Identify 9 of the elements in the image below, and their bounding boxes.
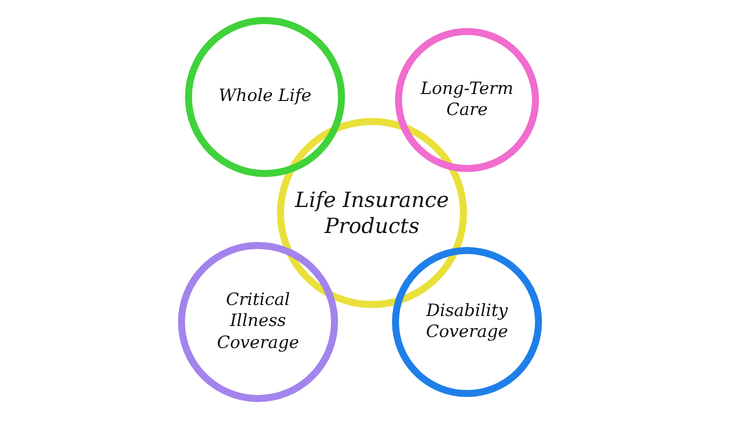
circle-node <box>185 17 345 177</box>
node-label: Disability Coverage <box>424 300 510 344</box>
node-label: Life Insurance Products <box>294 186 450 240</box>
node-label: Long-Term Care <box>419 78 514 122</box>
circle-node <box>392 247 542 397</box>
circle-node <box>178 242 338 402</box>
node-label: Whole Life <box>218 86 312 108</box>
node-label: Critical Illness Coverage <box>216 290 300 354</box>
circle-node <box>395 28 539 172</box>
